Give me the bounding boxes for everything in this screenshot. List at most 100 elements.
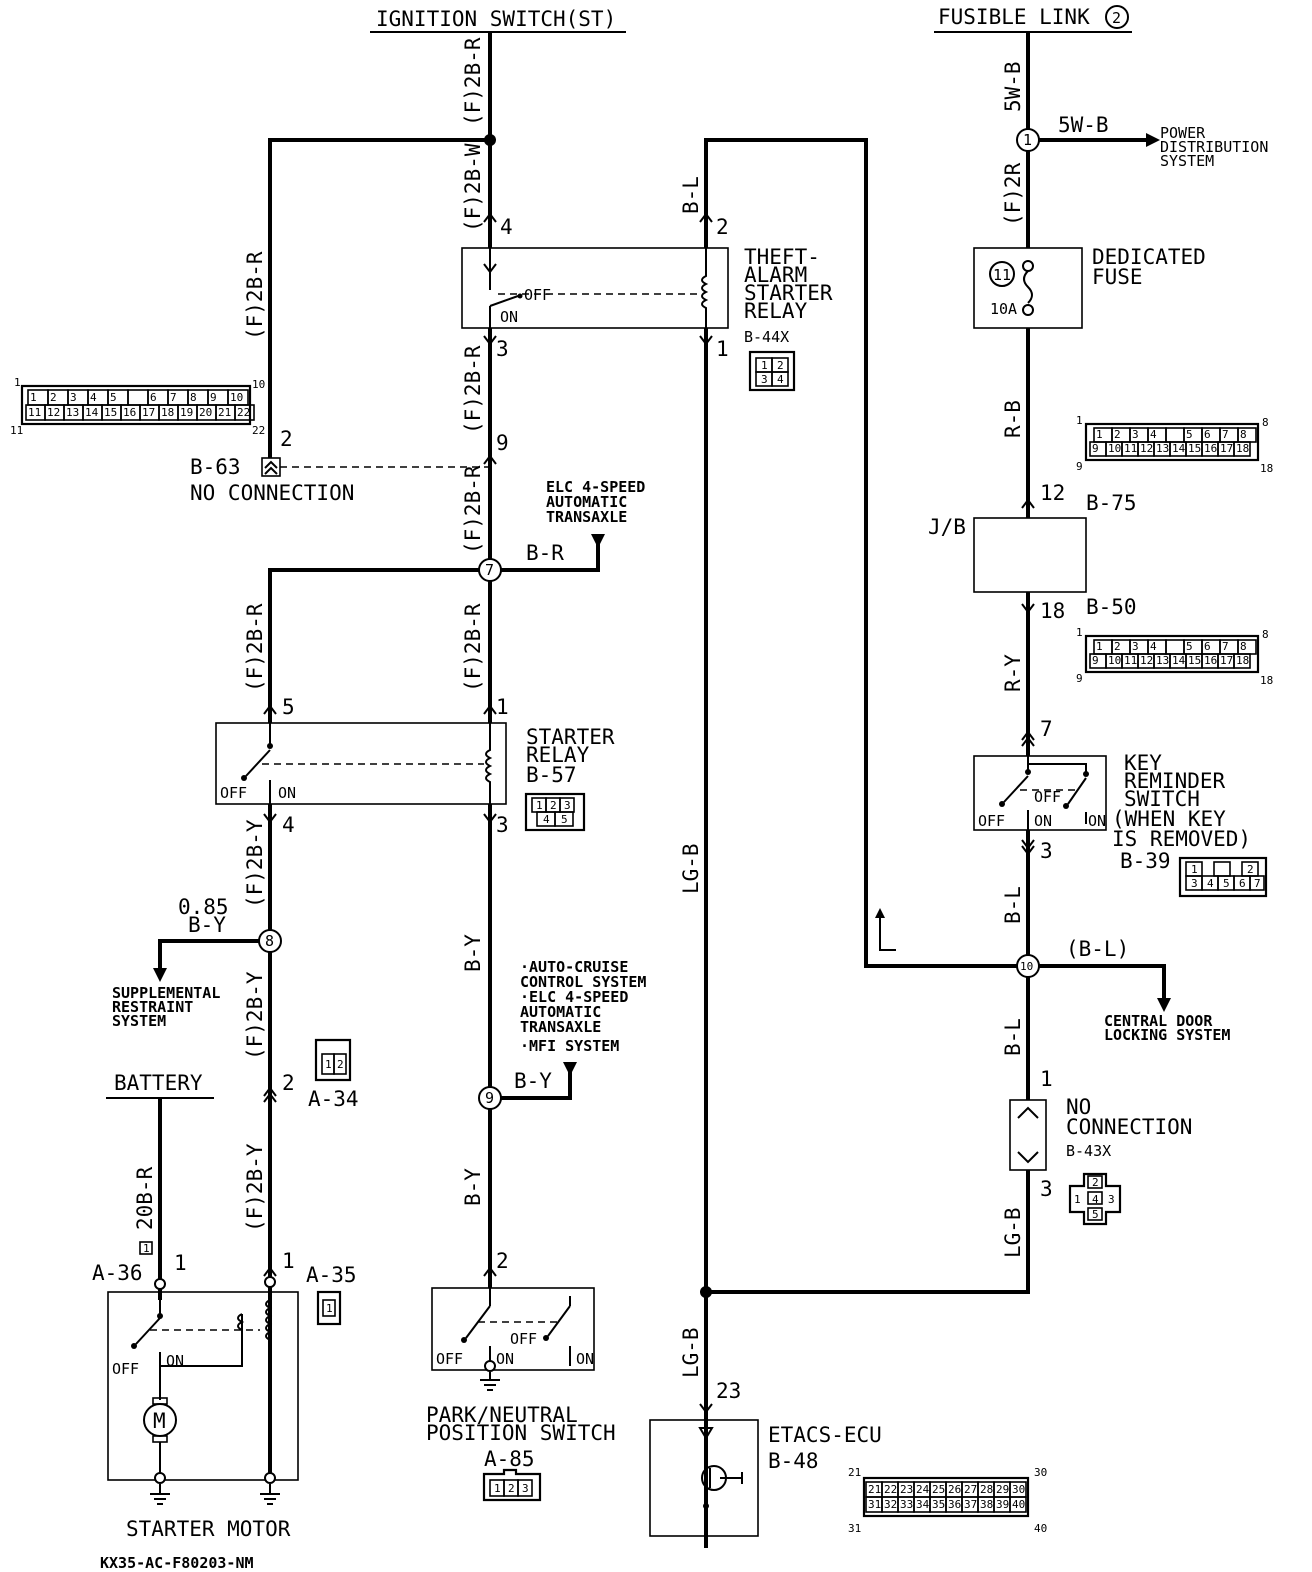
wire-label: 20B-R xyxy=(133,1166,157,1230)
a34-id: A-34 xyxy=(308,1087,359,1111)
connector-pin: 15 xyxy=(1188,442,1201,455)
relay-name-line: ALARM xyxy=(744,263,807,287)
pin-number: 23 xyxy=(716,1379,741,1403)
connector-pin: 21 xyxy=(868,1483,881,1496)
svg-text:AUTOMATIC: AUTOMATIC xyxy=(520,1003,601,1021)
connector-pin: 34 xyxy=(916,1498,930,1511)
connector-pin: 17 xyxy=(142,406,155,419)
svg-text:4: 4 xyxy=(1092,1193,1099,1206)
connector-pin: 3 xyxy=(70,391,77,404)
b63-id: B-63 xyxy=(190,455,241,479)
connector-pin: 25 xyxy=(932,1483,945,1496)
relay-name-line: THEFT- xyxy=(744,245,820,269)
connector-pin: 16 xyxy=(1204,442,1217,455)
power-distribution-label: POWER DISTRIBUTION SYSTEM xyxy=(1160,124,1268,170)
pin-number: 1 xyxy=(496,695,509,719)
connector-pin: 20 xyxy=(199,406,212,419)
fuse-amperage: 10A xyxy=(990,300,1017,318)
connector-pin: 32 xyxy=(884,1498,897,1511)
wire-label: B-L xyxy=(1001,886,1025,924)
connector-pin: 13 xyxy=(1156,654,1169,667)
svg-text:·MFI SYSTEM: ·MFI SYSTEM xyxy=(520,1037,619,1055)
connector-pin: 2 xyxy=(1114,428,1121,441)
connector-a34: 1 2 A-34 xyxy=(308,1038,359,1111)
key-reminder-label: SWITCH xyxy=(1124,787,1200,811)
svg-text:·AUTO-CRUISE: ·AUTO-CRUISE xyxy=(520,958,628,976)
fuse-number: 11 xyxy=(993,266,1011,284)
wire-label: B-Y xyxy=(461,1168,485,1206)
svg-text:AUTOMATIC: AUTOMATIC xyxy=(546,493,627,511)
wire-label: B-Y xyxy=(461,934,485,972)
pin-number: 3 xyxy=(1040,1177,1053,1201)
pin-number: 7 xyxy=(1040,717,1053,741)
connector-pin: 11 xyxy=(1124,654,1137,667)
connector-pin: 17 xyxy=(1220,654,1233,667)
svg-text:1: 1 xyxy=(326,1302,333,1315)
svg-text:6: 6 xyxy=(1239,877,1246,890)
connector-pin: 39 xyxy=(996,1498,1009,1511)
wire-label: (F)2B-Y xyxy=(243,971,267,1060)
connector-pin: 22 xyxy=(237,406,250,419)
svg-text:1: 1 xyxy=(1074,1193,1081,1206)
connector-pin: 12 xyxy=(47,406,60,419)
pin-number: 12 xyxy=(1040,481,1065,505)
connector-pin: 15 xyxy=(1188,654,1201,667)
pin-number: 18 xyxy=(1040,599,1065,623)
a35-id: A-35 xyxy=(306,1263,357,1287)
connector-pin: 36 xyxy=(948,1498,961,1511)
relay-off-label: OFF xyxy=(112,1360,139,1378)
svg-text:1: 1 xyxy=(494,1482,501,1495)
pin-number: 9 xyxy=(496,431,509,455)
connector-pin: 9 xyxy=(210,391,217,404)
pin-number: 3 xyxy=(496,337,509,361)
wire-label: LG-B xyxy=(679,843,703,894)
svg-text:40: 40 xyxy=(1034,1522,1047,1535)
connector-pin: 35 xyxy=(932,1498,945,1511)
svg-text:TRANSAXLE: TRANSAXLE xyxy=(520,1018,601,1036)
svg-text:SYSTEM: SYSTEM xyxy=(112,1012,166,1030)
connector-pin: 18 xyxy=(1236,654,1249,667)
connector-pin: 2 xyxy=(50,391,57,404)
svg-text:1: 1 xyxy=(1076,626,1083,639)
pin-number: 2 xyxy=(716,215,729,239)
connector-pin: 30 xyxy=(1012,1483,1025,1496)
svg-text:10: 10 xyxy=(252,378,265,391)
relay-off-label: OFF xyxy=(978,812,1005,830)
wire-label: 5W-B xyxy=(1001,61,1025,112)
no-connection-label: NO xyxy=(1066,1095,1091,1119)
wire-label: R-B xyxy=(1001,400,1025,438)
connector-pin: 8 xyxy=(190,391,197,404)
connector-pin: 5 xyxy=(110,391,117,404)
connector-pin: 17 xyxy=(1220,442,1233,455)
connector-pin: 18 xyxy=(161,406,174,419)
connector-b57: 1 2 3 4 5 xyxy=(524,792,586,832)
fusible-link-number: 2 xyxy=(1112,9,1121,27)
connector-pin: 10 xyxy=(1108,654,1121,667)
svg-text:2: 2 xyxy=(1092,1176,1099,1189)
starter-motor-label: STARTER MOTOR xyxy=(126,1517,291,1541)
svg-text:4: 4 xyxy=(543,813,550,826)
park-neutral-position-switch: OFF ON OFF ON PARK/NEUTRAL POSITION SWIT… xyxy=(426,1287,616,1471)
svg-text:CENTRAL DOOR: CENTRAL DOOR xyxy=(1104,1012,1213,1030)
connector-pin: 21 xyxy=(218,406,231,419)
svg-text:31: 31 xyxy=(848,1522,861,1535)
wire-label: (F)2B-Y xyxy=(243,1143,267,1232)
svg-text:3: 3 xyxy=(564,799,571,812)
connector-pin: 5 xyxy=(1186,428,1193,441)
svg-text:SYSTEM: SYSTEM xyxy=(1160,152,1214,170)
svg-text:ELC 4-SPEED: ELC 4-SPEED xyxy=(546,478,645,496)
relay-off-label: OFF xyxy=(1034,788,1061,806)
starter-relay: OFF ON STARTER RELAY B-57 xyxy=(215,722,615,805)
svg-text:9: 9 xyxy=(485,1089,494,1107)
pin-number: 2 xyxy=(496,1249,509,1273)
central-door-locking-label: CENTRAL DOOR LOCKING SYSTEM xyxy=(1104,1012,1230,1044)
wire-label: LG-B xyxy=(1001,1207,1025,1258)
svg-text:1: 1 xyxy=(14,376,21,389)
b39-id: B-39 xyxy=(1120,849,1171,873)
pin-number: 3 xyxy=(496,813,509,837)
svg-text:9: 9 xyxy=(1076,672,1083,685)
svg-text:4: 4 xyxy=(1207,877,1214,890)
